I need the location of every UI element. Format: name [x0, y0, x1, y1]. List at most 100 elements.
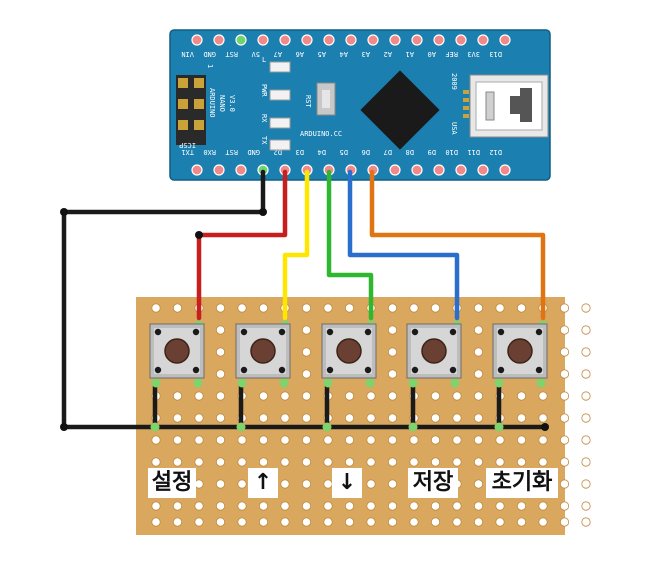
perfboard-hole [280, 517, 290, 527]
perfboard-hole [387, 303, 398, 313]
perfboard-hole [323, 435, 333, 445]
perfboard-hole [258, 501, 269, 511]
top-pin-label: VIN [181, 50, 194, 58]
connection-point [408, 378, 418, 388]
perfboard-hole [301, 347, 312, 357]
wire-d6 [369, 169, 546, 321]
perfboard-hole [258, 435, 269, 445]
top-pin-label: A2 [384, 50, 392, 58]
top-pin [455, 34, 467, 46]
perfboard-hole [344, 413, 355, 423]
bottom-pin [213, 164, 225, 176]
bottom-pin-label: TX1 [181, 148, 194, 156]
bottom-pin-label: D6 [362, 148, 370, 156]
perfboard-hole [430, 435, 441, 445]
perfboard-hole [430, 303, 441, 313]
connection-point [150, 422, 160, 432]
board-version: V3.0 [228, 95, 236, 112]
connection-point [365, 378, 375, 388]
connection-point [323, 378, 333, 388]
top-pin-label: A7 [274, 50, 282, 58]
microcontroller-chip [360, 70, 440, 150]
perfboard-hole [430, 391, 441, 401]
perfboard-hole [387, 325, 398, 335]
perfboard-hole [237, 303, 247, 313]
led-label-rx: RX [260, 114, 268, 123]
perfboard-hole [473, 303, 484, 313]
bottom-pin-label: D12 [489, 148, 502, 156]
perfboard-hole [473, 347, 484, 357]
perfboard-hole [538, 457, 548, 467]
perfboard-hole [258, 517, 269, 527]
perfboard-hole [559, 347, 570, 357]
perfboard-hole [387, 517, 398, 527]
tactile-button-leg [326, 328, 334, 336]
top-pin-label: A3 [362, 50, 370, 58]
perfboard-hole [495, 435, 505, 445]
connection-point [279, 378, 289, 388]
top-pin [433, 34, 445, 46]
perfboard-hole [473, 479, 484, 489]
connection-point [536, 378, 546, 388]
perfboard-hole [559, 413, 570, 423]
top-pin [301, 34, 313, 46]
perfboard-hole [495, 517, 505, 527]
connection-point [193, 378, 203, 388]
bottom-pin [235, 164, 247, 176]
perfboard-hole [581, 325, 591, 335]
icsp-label: ICSP [179, 141, 196, 149]
perfboard-hole [258, 413, 269, 423]
top-pin-label: A6 [296, 50, 304, 58]
perfboard-hole [430, 501, 441, 511]
perfboard-hole [237, 501, 247, 511]
top-pin-label: A0 [428, 50, 436, 58]
perfboard-hole [387, 391, 398, 401]
perfboard-hole [151, 501, 161, 511]
tactile-button-leg [192, 366, 200, 374]
perfboard-hole [473, 517, 484, 527]
perfboard-hole [194, 413, 204, 423]
perfboard-hole [301, 479, 312, 489]
perfboard-hole [323, 517, 333, 527]
top-pin-label: A4 [340, 50, 348, 58]
board-name: ARDUINO [208, 88, 216, 118]
tactile-button-leg [497, 366, 505, 374]
perfboard-hole [495, 457, 505, 467]
perfboard-hole [215, 501, 226, 511]
wire-junction [541, 423, 549, 431]
connection-point [408, 422, 418, 432]
perfboard-hole [387, 369, 398, 379]
tactile-button-leg [154, 366, 162, 374]
perfboard-hole [473, 369, 484, 379]
perfboard-hole [516, 413, 527, 423]
top-pin-label: A1 [406, 50, 414, 58]
perfboard-hole [280, 435, 290, 445]
tactile-button-leg [278, 366, 286, 374]
perfboard-hole [323, 303, 333, 313]
perfboard-hole [366, 479, 376, 489]
perfboard-hole [473, 435, 484, 445]
label-down: ↓ [332, 468, 362, 498]
tactile-button-leg [411, 328, 419, 336]
perfboard-hole [387, 347, 398, 357]
perfboard-hole [194, 391, 204, 401]
perfboard-hole [344, 501, 355, 511]
perfboard-hole [452, 413, 462, 423]
perfboard-hole [172, 501, 183, 511]
perfboard-hole [172, 457, 183, 467]
perfboard-hole [581, 435, 591, 445]
bottom-pin-label: D5 [340, 148, 348, 156]
top-pin [499, 34, 511, 46]
board-model: NANO [218, 95, 226, 112]
perfboard-hole [538, 391, 548, 401]
bottom-pin-label: D4 [318, 148, 326, 156]
perfboard-hole [473, 501, 484, 511]
top-pin [257, 34, 269, 46]
wire-junction [60, 423, 68, 431]
perfboard-hole [559, 501, 570, 511]
perfboard-hole [581, 501, 591, 511]
wire-junction [60, 208, 68, 216]
perfboard-hole [215, 435, 226, 445]
top-pin [235, 34, 247, 46]
tactile-button-cap [336, 338, 362, 364]
